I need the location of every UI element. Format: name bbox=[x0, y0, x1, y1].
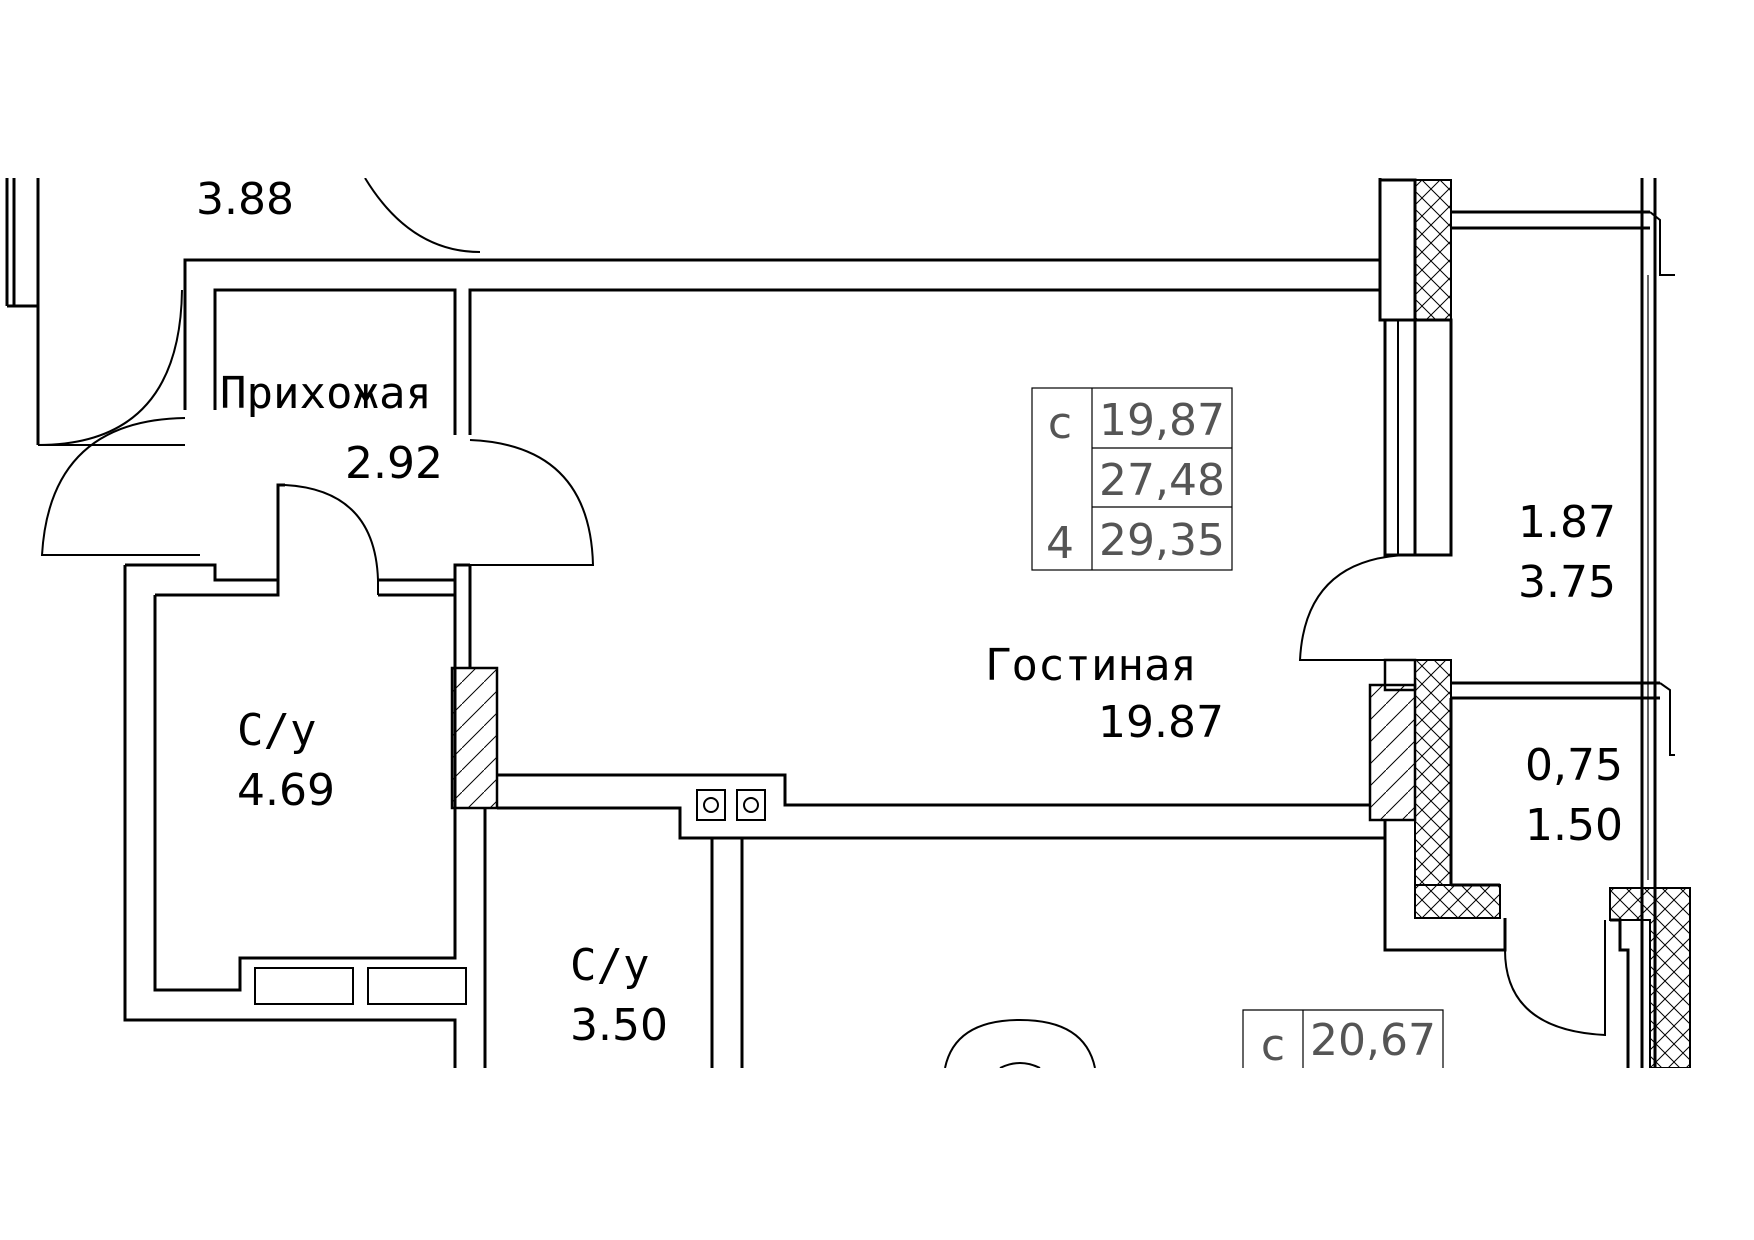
hallway-door-arc-left bbox=[40, 417, 200, 556]
bath-fixtures bbox=[254, 967, 467, 1005]
exterior-walls bbox=[183, 178, 1675, 1068]
door-arc-top bbox=[364, 178, 481, 253]
living-name: Гостиная bbox=[985, 640, 1197, 691]
balcony-small-line2: 1.50 bbox=[1525, 800, 1623, 851]
balcony-small-line1: 0,75 bbox=[1525, 740, 1623, 791]
summary-bottom-prefix: с bbox=[1261, 1020, 1285, 1071]
balcony-walls bbox=[1298, 554, 1675, 756]
living-area: 19.87 bbox=[1098, 697, 1224, 748]
summary-table: с 4 19,87 27,48 29,35 bbox=[1031, 387, 1233, 571]
summary-prefix: с bbox=[1048, 398, 1072, 449]
summary-value-1: 19,87 bbox=[1099, 395, 1225, 446]
hallway-name: Прихожая bbox=[220, 368, 432, 419]
right-hatched-wall bbox=[1368, 658, 1691, 1068]
bath-bottom-name: С/у bbox=[570, 940, 649, 991]
bath-door-arc bbox=[284, 484, 379, 595]
summary-table-bottom: с 20,67 bbox=[1242, 1009, 1444, 1071]
hallway-area: 2.92 bbox=[345, 438, 443, 489]
living-bottom-wall bbox=[497, 773, 1385, 1068]
summary-bottom-value: 20,67 bbox=[1310, 1015, 1436, 1066]
summary-rooms-count: 4 bbox=[1046, 518, 1074, 569]
door-arc-left-outer bbox=[37, 289, 183, 446]
bath-bottom-area: 3.50 bbox=[570, 1000, 668, 1051]
interior-walls bbox=[123, 483, 487, 1068]
top-left-area: 3.88 bbox=[196, 174, 294, 225]
bath-left-area: 4.69 bbox=[237, 765, 335, 816]
round-fixture bbox=[944, 1018, 1096, 1068]
summary-value-3: 29,35 bbox=[1099, 515, 1225, 566]
hallway-door-arc-right bbox=[469, 439, 595, 566]
balcony-top-line2: 3.75 bbox=[1518, 557, 1616, 608]
left-hatched-column bbox=[450, 666, 499, 810]
living-window bbox=[1383, 318, 1453, 557]
left-corridor-walls bbox=[5, 178, 185, 446]
summary-value-2: 27,48 bbox=[1099, 455, 1225, 506]
balcony-top-line1: 1.87 bbox=[1518, 497, 1616, 548]
bath-left-name: С/у bbox=[237, 705, 316, 756]
